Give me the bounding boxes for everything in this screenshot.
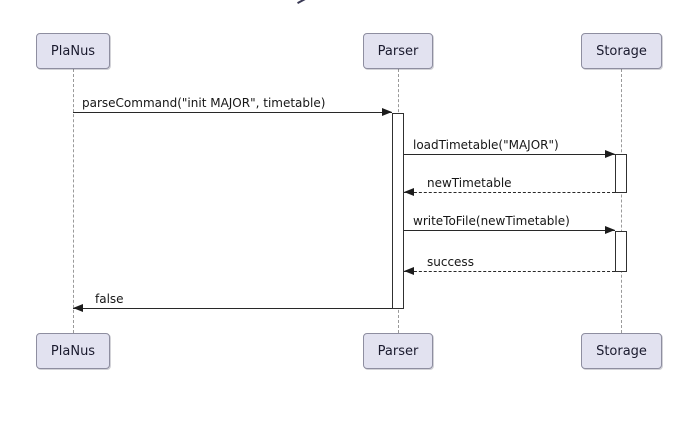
cropped-glyph-fragment-icon [297,0,306,4]
message-arrowhead-2 [404,188,414,196]
participant-parser-top: Parser [363,33,433,69]
participant-label: Storage [596,43,647,59]
activation-bar-storage-2 [615,231,627,272]
activation-bar-parser-0 [392,113,404,309]
activation-bar-storage-1 [615,154,627,193]
message-label-2: newTimetable [427,176,512,190]
message-label-1: loadTimetable("MAJOR") [413,138,559,152]
participant-planus-bottom: PlaNus [36,333,110,369]
message-line-3 [404,230,615,231]
message-arrowhead-3 [605,226,615,234]
participant-planus-top: PlaNus [36,33,110,69]
message-arrowhead-0 [382,108,392,116]
message-label-4: success [427,255,474,269]
participant-parser-bottom: Parser [363,333,433,369]
message-arrowhead-4 [404,267,414,275]
participant-label: Parser [377,43,419,59]
lifeline-storage [621,69,622,333]
message-label-3: writeToFile(newTimetable) [413,214,570,228]
message-line-0 [73,112,392,113]
message-arrowhead-5 [73,304,83,312]
lifeline-planus [73,69,74,333]
participant-label: Parser [377,343,419,359]
message-label-5: false [95,292,124,306]
message-label-0: parseCommand("init MAJOR", timetable) [82,96,326,110]
message-arrowhead-1 [605,150,615,158]
participant-label: Storage [596,343,647,359]
message-line-2 [404,192,615,193]
participant-storage-bottom: Storage [581,333,662,369]
message-line-1 [404,154,615,155]
message-line-5 [73,308,392,309]
participant-storage-top: Storage [581,33,662,69]
message-line-4 [404,271,615,272]
participant-label: PlaNus [50,343,96,359]
participant-label: PlaNus [50,43,96,59]
